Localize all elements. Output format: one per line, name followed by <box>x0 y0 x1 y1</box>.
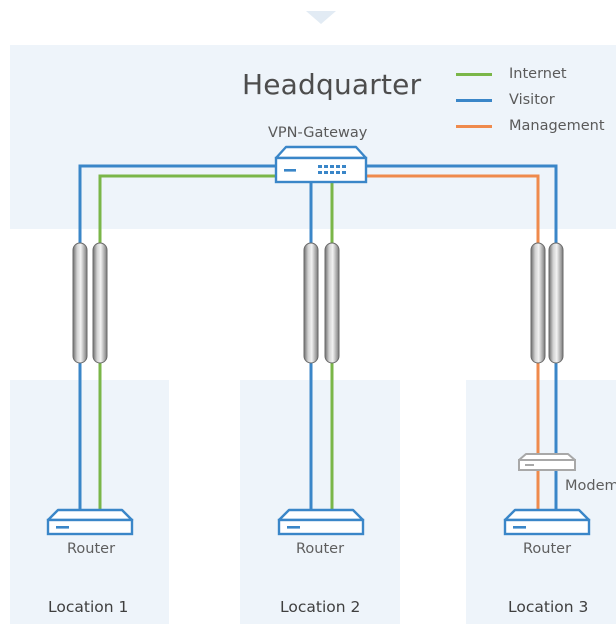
visitor-line-location-3 <box>356 164 558 510</box>
location-3-panel <box>466 380 616 624</box>
modem-label: Modem <box>565 478 616 494</box>
internet-line-swatch <box>456 72 492 76</box>
tunnel-location-3-management <box>530 242 546 364</box>
router-location-2-icon <box>277 508 365 536</box>
visitor-line-swatch <box>456 98 492 102</box>
legend-item-visitor: Visitor <box>456 91 555 109</box>
location-name: Location 3 <box>508 598 589 616</box>
vpn-gateway-icon <box>274 145 368 184</box>
router-label: Router <box>67 541 116 557</box>
visitor-line-location-1 <box>78 164 288 510</box>
headquarter-panel <box>10 45 616 229</box>
modem-icon <box>518 453 576 471</box>
internet-line-location-1 <box>98 174 288 510</box>
tunnel-location-2-visitor <box>303 242 319 364</box>
top-arrow-indicator <box>306 11 336 24</box>
legend-item-management: Management <box>456 117 605 135</box>
legend-label: Internet <box>509 66 567 82</box>
location-1-panel <box>10 380 169 624</box>
router-label: Router <box>523 541 572 557</box>
legend-label: Visitor <box>509 92 555 108</box>
tunnel-location-2-internet <box>324 242 340 364</box>
headquarter-title: Headquarter <box>242 68 422 101</box>
legend-item-internet: Internet <box>456 65 567 83</box>
management-line-swatch <box>456 124 492 128</box>
vpn-tunnels <box>72 242 564 364</box>
location-name: Location 2 <box>280 598 361 616</box>
router-label: Router <box>296 541 345 557</box>
tunnel-location-3-visitor <box>548 242 564 364</box>
router-location-3-icon <box>503 508 591 536</box>
vpn-gateway-label: VPN-Gateway <box>268 125 368 141</box>
tunnel-location-1-visitor <box>72 242 88 364</box>
internet-connections <box>98 174 334 510</box>
location-2-panel <box>240 380 400 624</box>
legend-label: Management <box>509 118 605 134</box>
tunnel-location-1-internet <box>92 242 108 364</box>
location-name: Location 1 <box>48 598 129 616</box>
management-line-location-3 <box>356 174 540 510</box>
router-location-1-icon <box>46 508 134 536</box>
